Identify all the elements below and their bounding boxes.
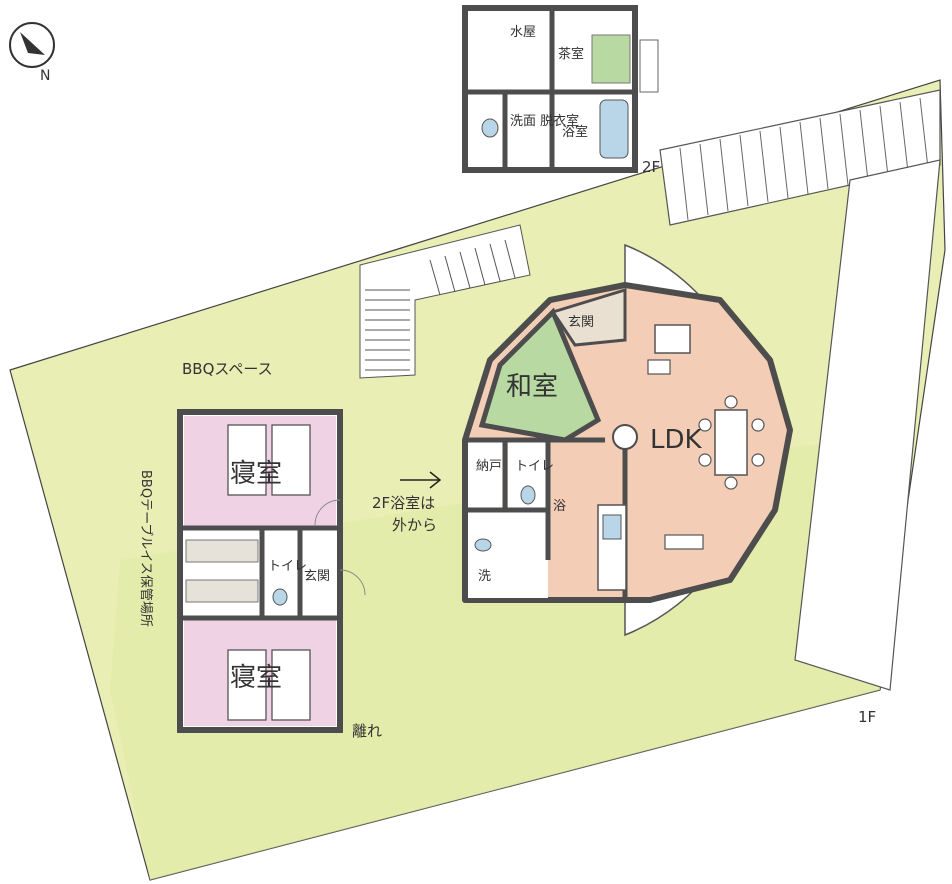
note-line1: 2F浴室は [372, 494, 435, 512]
washroom-label: 洗面 脱衣室 [510, 113, 579, 129]
wash-area [468, 510, 548, 598]
bedroom-bottom-label: 寝室 [230, 663, 282, 693]
wash-label: 洗 [478, 569, 491, 584]
toilet-fixture [520, 485, 536, 505]
toilet-label: トイレ [515, 459, 554, 474]
compass-label: N [40, 68, 50, 84]
sink [602, 514, 622, 540]
tea-room-tatami [591, 34, 631, 84]
annex-label: 離れ [352, 722, 382, 740]
ldk-label: LDK [650, 425, 703, 455]
storage-label: 納戸 [476, 459, 502, 474]
japanese-room-label: 和室 [506, 372, 558, 402]
compass-north-icon [9, 22, 55, 68]
sofa [654, 324, 691, 354]
bedroom-top-label: 寝室 [230, 459, 282, 489]
arrow-icon [400, 471, 442, 489]
second-floor-basin [481, 118, 499, 138]
second-floor-label: 2F [642, 158, 660, 176]
annex-toilet-label: トイレ [268, 559, 307, 574]
note-line2: 外から [392, 516, 437, 534]
storage-area [468, 440, 504, 510]
tv-board [664, 534, 704, 550]
first-floor-label: 1F [858, 708, 876, 726]
dining-table [714, 409, 748, 476]
annex-toilet-fixture [272, 588, 288, 606]
annex-entrance-label: 玄関 [304, 569, 330, 584]
entrance-label: 玄関 [568, 315, 594, 330]
water-room-label: 水屋 [510, 25, 536, 40]
outdoor-stairs [359, 224, 531, 379]
coffee-table [647, 359, 671, 375]
column [612, 424, 638, 450]
tea-room-label: 茶室 [558, 46, 584, 62]
bath-small-label: 浴 [553, 499, 566, 514]
washbasin [474, 538, 492, 552]
retaining-wall-right [794, 159, 941, 691]
bathtub [599, 99, 629, 159]
entrance-floor [550, 287, 627, 347]
bathroom-label: 浴室 [562, 124, 588, 140]
bbq-space-label: BBQスペース [182, 360, 273, 378]
bbq-storage-label: BBQテーブルイス保管場所 [138, 470, 154, 627]
